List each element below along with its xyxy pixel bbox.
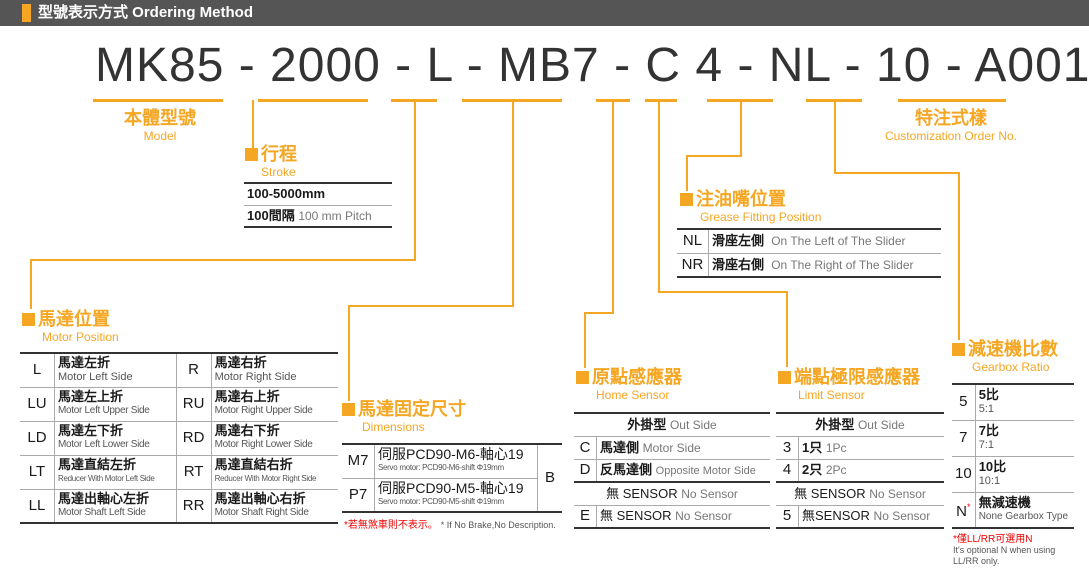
motor-mount-label: 馬達固定尺寸 Dimensions [342, 398, 466, 434]
stroke-pitch: 100間隔 100 mm Pitch [244, 204, 392, 228]
stroke-range: 100-5000mm [244, 182, 392, 206]
motor-position-subtitle: Motor Position [42, 330, 119, 344]
grease-label: 注油嘴位置 Grease Fitting Position [680, 188, 821, 224]
model-label: 本體型號 Model [118, 107, 202, 143]
limit-sensor-subtitle: Limit Sensor [798, 388, 865, 402]
connector-motor-position-v [414, 100, 416, 261]
header-title: 型號表示方式 Ordering Method [38, 4, 253, 21]
gearbox-title: 減速機比數 [968, 339, 1058, 359]
table-row: 外掛型 Out Side [574, 412, 770, 437]
square-bullet-icon [576, 371, 589, 384]
connector-motor-mount-drop [348, 305, 350, 401]
custom-subtitle: Customization Order No. [884, 129, 1018, 143]
square-bullet-icon [245, 148, 258, 161]
connector-limit-sensor-drop [786, 291, 788, 367]
square-bullet-icon [778, 371, 791, 384]
connector-gearbox-h [834, 172, 960, 174]
table-row: 無 SENSOR No Sensor [574, 481, 770, 506]
square-bullet-icon [680, 193, 693, 206]
model-code: MK85 - 2000 - L - MB7 - C 4 - NL - 10 - … [95, 39, 1089, 92]
connector-motor-position-drop [30, 259, 32, 309]
section-header: 型號表示方式 Ordering Method [0, 0, 1089, 26]
stroke-label: 行程 Stroke [245, 143, 297, 179]
connector-motor-mount-v [512, 100, 514, 307]
gearbox-subtitle: Gearbox Ratio [972, 360, 1050, 374]
connector-limit-sensor-h [658, 291, 788, 293]
brake-suffix: B [537, 443, 562, 513]
connector-home-sensor-drop [584, 312, 586, 368]
grease-table: NL 滑座左側 On The Left of The Slider NR 滑座右… [677, 228, 941, 278]
home-sensor-table: 外掛型 Out Side C 馬達側 Motor Side D 反馬達側 Opp… [574, 412, 770, 529]
gearbox-note: *僅LL/RR可選用N It's optional N when using L… [953, 534, 1056, 566]
model-title: 本體型號 [124, 108, 196, 128]
connector-grease-h [686, 155, 742, 157]
underline-model [93, 99, 223, 102]
connector-grease-drop [686, 155, 688, 191]
motor-mount-subtitle: Dimensions [362, 420, 425, 434]
square-bullet-icon [952, 343, 965, 356]
motor-mount-title: 馬達固定尺寸 [358, 399, 466, 419]
stroke-title: 行程 [261, 144, 297, 164]
table-row: 5 無SENSOR No Sensor [776, 504, 944, 529]
stroke-subtitle: Stroke [261, 165, 296, 179]
limit-sensor-table: 外掛型 Out Side 3 1只 1Pc 4 2只 2Pc 無 SENSOR … [776, 412, 944, 529]
table-row: NR 滑座右側 On The Right of The Slider [677, 252, 941, 278]
connector-gearbox-v [834, 100, 836, 174]
connector-gearbox-drop [958, 172, 960, 340]
custom-label: 特注式樣 Customization Order No. [875, 107, 1027, 143]
home-sensor-label: 原點感應器 Home Sensor [576, 366, 682, 402]
table-row: C 馬達側 Motor Side [574, 435, 770, 460]
grease-subtitle: Grease Fitting Position [700, 210, 822, 224]
table-row: D 反馬達側 Opposite Motor Side [574, 458, 770, 483]
connector-limit-sensor-v [658, 100, 660, 293]
square-bullet-icon [22, 313, 35, 326]
table-row: 無 SENSOR No Sensor [776, 481, 944, 506]
table-row: NL 滑座左側 On The Left of The Slider [677, 228, 941, 254]
motor-mount-note: *若無煞車則不表示。 * If No Brake,No Description. [344, 520, 556, 531]
underline-stroke [258, 99, 368, 102]
limit-sensor-title: 端點極限感應器 [794, 367, 920, 387]
stroke-table: 100-5000mm 100間隔 100 mm Pitch [244, 182, 392, 228]
custom-title: 特注式樣 [915, 108, 987, 128]
connector-home-sensor-v [612, 100, 614, 314]
connector-home-sensor-h [584, 312, 614, 314]
header-accent-bar [22, 4, 31, 22]
motor-position-title: 馬達位置 [38, 309, 110, 329]
underline-custom [898, 99, 1006, 102]
square-bullet-icon [342, 403, 355, 416]
connector-stroke [252, 100, 254, 150]
gearbox-label: 減速機比數 Gearbox Ratio [952, 338, 1058, 374]
home-sensor-subtitle: Home Sensor [596, 388, 670, 402]
connector-motor-position-h [30, 259, 416, 261]
model-subtitle: Model [143, 129, 177, 143]
table-row: 4 2只 2Pc [776, 458, 944, 483]
underline-limit-sensor [645, 99, 677, 102]
connector-grease-v [740, 100, 742, 157]
home-sensor-title: 原點感應器 [592, 367, 682, 387]
motor-position-label: 馬達位置 Motor Position [22, 308, 119, 344]
table-row: E 無 SENSOR No Sensor [574, 504, 770, 529]
table-row: 外掛型 Out Side [776, 412, 944, 437]
limit-sensor-label: 端點極限感應器 Limit Sensor [778, 366, 920, 402]
table-row: 3 1只 1Pc [776, 435, 944, 460]
connector-motor-mount-h [348, 305, 514, 307]
grease-title: 注油嘴位置 [696, 189, 786, 209]
